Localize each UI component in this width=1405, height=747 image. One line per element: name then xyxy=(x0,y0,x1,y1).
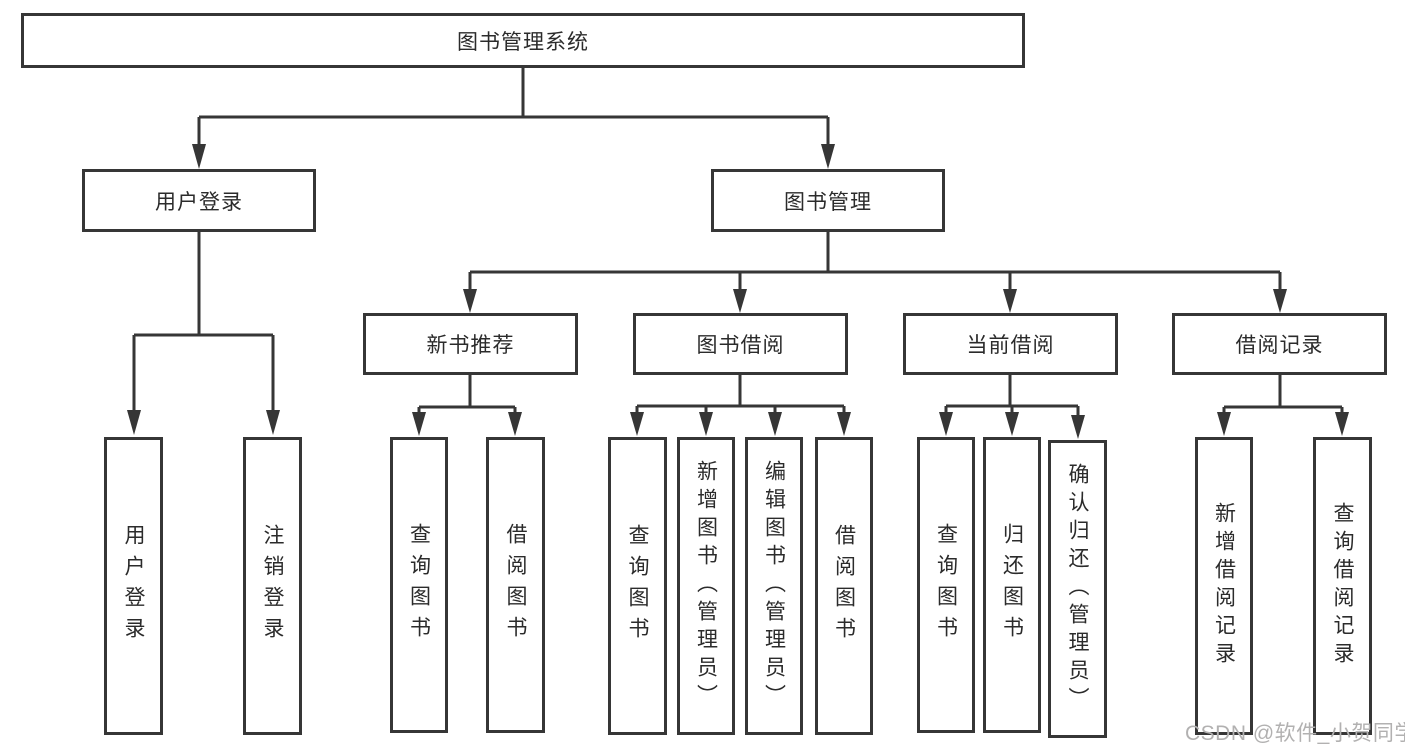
node-current-borrowing: 当前借阅 xyxy=(903,313,1118,375)
node-cb-return-books: 归还图书 xyxy=(983,437,1041,733)
node-logout-action-label: 注销登录 xyxy=(261,524,284,648)
node-user-login: 用户登录 xyxy=(82,169,316,232)
node-logout-action: 注销登录 xyxy=(243,437,302,735)
node-bb-query-books: 查询图书 xyxy=(608,437,667,735)
node-root: 图书管理系统 xyxy=(21,13,1025,68)
node-root-label: 图书管理系统 xyxy=(457,30,589,54)
node-borrow-records: 借阅记录 xyxy=(1172,313,1387,375)
node-book-management: 图书管理 xyxy=(711,169,945,232)
node-bb-query-books-label: 查询图书 xyxy=(626,524,649,648)
node-nbr-borrow-books: 借阅图书 xyxy=(486,437,545,733)
node-new-book-recommend: 新书推荐 xyxy=(363,313,578,375)
node-nbr-query-books: 查询图书 xyxy=(390,437,448,733)
node-nbr-query-books-label: 查询图书 xyxy=(407,523,431,647)
node-user-login-action: 用户登录 xyxy=(104,437,163,735)
node-book-management-label: 图书管理 xyxy=(784,190,872,214)
node-book-borrowing-label: 图书借阅 xyxy=(696,334,785,357)
node-nbr-borrow-books-label: 借阅图书 xyxy=(504,523,527,647)
node-book-borrowing: 图书借阅 xyxy=(633,313,848,375)
node-bb-add-books-admin-label: 新增图书（管理员） xyxy=(694,460,718,712)
node-bb-borrow-books-label: 借阅图书 xyxy=(832,524,856,648)
node-bb-edit-books-admin: 编辑图书（管理员） xyxy=(745,437,803,735)
node-bb-borrow-books: 借阅图书 xyxy=(815,437,873,735)
node-cb-query-books-label: 查询图书 xyxy=(934,523,958,647)
node-current-borrowing-label: 当前借阅 xyxy=(966,334,1055,357)
node-borrow-records-label: 借阅记录 xyxy=(1235,334,1324,357)
node-cb-query-books: 查询图书 xyxy=(917,437,975,733)
node-cb-confirm-return-admin: 确认归还（管理员） xyxy=(1048,440,1107,738)
node-cb-return-books-label: 归还图书 xyxy=(1000,523,1024,647)
node-user-login-action-label: 用户登录 xyxy=(122,524,145,648)
node-bb-add-books-admin: 新增图书（管理员） xyxy=(677,437,735,735)
node-br-add-record-label: 新增借阅记录 xyxy=(1212,502,1236,670)
node-cb-confirm-return-admin-label: 确认归还（管理员） xyxy=(1066,463,1089,715)
node-br-query-record-label: 查询借阅记录 xyxy=(1331,502,1354,670)
node-br-add-record: 新增借阅记录 xyxy=(1195,437,1253,735)
node-new-book-recommend-label: 新书推荐 xyxy=(426,334,515,357)
node-br-query-record: 查询借阅记录 xyxy=(1313,437,1372,735)
csdn-watermark: CSDN @软件_小贺同学 xyxy=(1185,722,1405,745)
node-bb-edit-books-admin-label: 编辑图书（管理员） xyxy=(762,460,786,712)
node-user-login-label: 用户登录 xyxy=(155,190,243,214)
